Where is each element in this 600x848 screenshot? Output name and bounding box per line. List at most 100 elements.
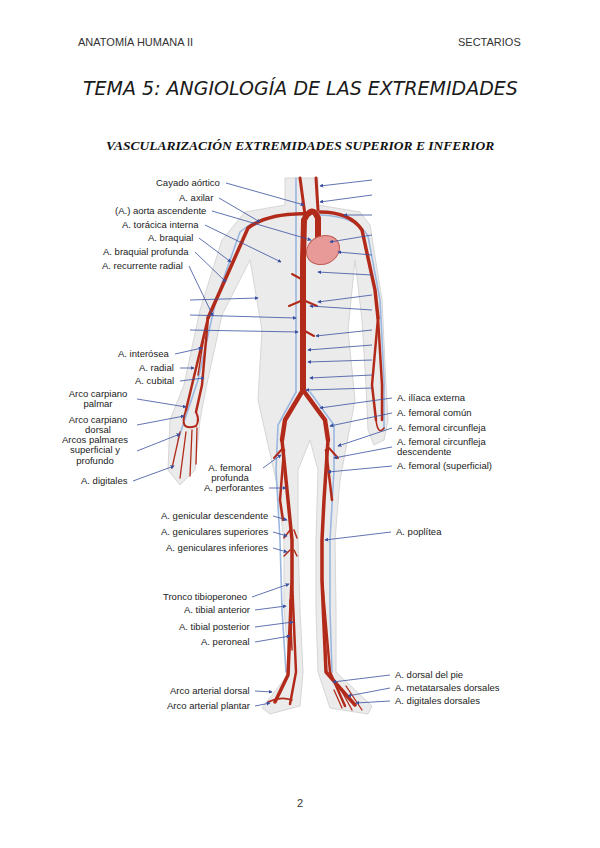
leader-lines: [137, 416, 184, 425]
leader-lines: [133, 466, 174, 481]
body-silhouette: [168, 178, 388, 714]
artery-label: A. digitales: [80, 476, 128, 486]
page-title: TEMA 5: ANGIOLOGÍA DE LAS EXTREMIDADES: [83, 77, 518, 99]
leader-lines: [205, 225, 281, 262]
artery-label: A. digitales dorsales: [394, 696, 481, 706]
veins: [295, 178, 297, 392]
artery-label: A. braquial: [147, 233, 194, 243]
artery-label: A. interósea: [117, 349, 170, 359]
leader-lines: [306, 388, 372, 390]
arteries: [184, 410, 198, 427]
leader-lines: [310, 306, 372, 310]
arteries: [372, 318, 378, 420]
leader-lines: [255, 606, 286, 610]
artery-label: Arco carpiano dorsal: [64, 415, 132, 436]
artery-label: A. femoral común: [396, 408, 472, 418]
leader-lines: [320, 398, 392, 408]
section-heading: VASCULARIZACIÓN EXTREMIDADES SUPERIOR E …: [106, 138, 494, 154]
artery-label: A. dorsal del pie: [394, 670, 464, 680]
artery-label: A. tibial posterior: [178, 622, 251, 632]
arteries: [303, 390, 328, 440]
arteries: [290, 600, 292, 650]
leader-lines: [308, 360, 372, 362]
arteries: [316, 178, 318, 210]
arteries: [334, 686, 362, 710]
arteries: [280, 450, 284, 520]
leader-lines: [318, 295, 372, 302]
leader-lines: [333, 675, 390, 682]
leader-lines: [175, 348, 202, 354]
heart: [302, 230, 345, 270]
leader-lines: [133, 180, 392, 706]
arteries: [300, 178, 305, 215]
leader-lines: [308, 345, 372, 350]
leader-lines: [330, 235, 372, 242]
arteries: [196, 318, 208, 412]
artery-label: Tronco tibioperoneo: [162, 592, 248, 602]
artery-label: (A.) aorta ascendente: [114, 206, 207, 216]
leader-lines: [255, 691, 272, 692]
leader-lines: [226, 183, 304, 205]
leader-lines: [252, 584, 289, 597]
artery-label: A. femoral circunfleja: [396, 423, 487, 433]
leader-lines: [180, 368, 194, 369]
leader-lines: [180, 378, 204, 381]
page-number: 2: [297, 797, 303, 809]
artery-label: A. cubital: [134, 376, 175, 386]
artery-label: A. femoral (superficial): [396, 461, 493, 471]
header-text: ANATOMÍA HUMANA II: [78, 36, 193, 48]
leader-lines: [334, 447, 392, 458]
leader-lines: [344, 215, 372, 216]
arteries: [290, 580, 296, 704]
artery-label: Cayado aórtico: [155, 178, 221, 188]
artery-label: A. femoral profunda: [201, 463, 259, 484]
leader-lines: [273, 548, 287, 552]
leader-lines: [263, 455, 281, 468]
artery-label: A. geniculares inferiores: [165, 543, 269, 553]
leader-lines: [190, 330, 298, 332]
leader-lines: [310, 375, 372, 378]
arteries: [208, 214, 310, 318]
artery-label: A. genicular descendente: [160, 511, 269, 521]
leader-lines: [316, 330, 372, 336]
leader-lines: [338, 252, 372, 255]
arteries: [289, 274, 317, 336]
leader-lines: [318, 272, 372, 275]
leader-lines: [137, 399, 186, 407]
artery-label: A. recurrente radial: [101, 261, 184, 271]
header-text: SECTARIOS: [458, 36, 521, 48]
arteries: [282, 390, 303, 440]
artery-label: A. axilar: [178, 193, 214, 203]
arteries: [376, 420, 384, 431]
arteries: [378, 318, 382, 420]
body-silhouette: [168, 178, 388, 714]
leader-lines: [348, 688, 390, 696]
arteries: [322, 580, 345, 706]
artery-label: Arco arterial dorsal: [169, 686, 251, 696]
artery-label: A. tibial anterior: [183, 605, 251, 615]
leader-lines: [325, 532, 391, 540]
arteries: [198, 330, 205, 375]
leader-lines: [330, 413, 392, 426]
leader-lines: [195, 252, 226, 282]
leader-lines: [273, 532, 287, 536]
leader-lines: [189, 266, 213, 316]
leader-lines: [190, 298, 258, 300]
artery-label: Arcos palmares superficial y profundo: [58, 435, 132, 466]
leader-lines: [255, 622, 293, 627]
artery-label: A. ilíaca externa: [396, 393, 466, 403]
artery-label: A. braquial profunda: [102, 247, 190, 257]
artery-label: A. poplítea: [395, 527, 442, 537]
artery-label: A. radial: [138, 363, 175, 373]
arteries: [268, 698, 292, 702]
heart: [302, 230, 345, 270]
leader-lines: [269, 488, 286, 489]
artery-label: A. geniculares superiores: [160, 527, 269, 537]
leader-lines: [255, 703, 270, 706]
artery-label: A. metatarsales dorsales: [394, 683, 501, 693]
leader-lines: [219, 198, 260, 222]
arteries: [326, 450, 332, 500]
artery-label: A. femoral circunfleja descendente: [396, 437, 516, 458]
artery-label: A. perforantes: [203, 483, 265, 493]
